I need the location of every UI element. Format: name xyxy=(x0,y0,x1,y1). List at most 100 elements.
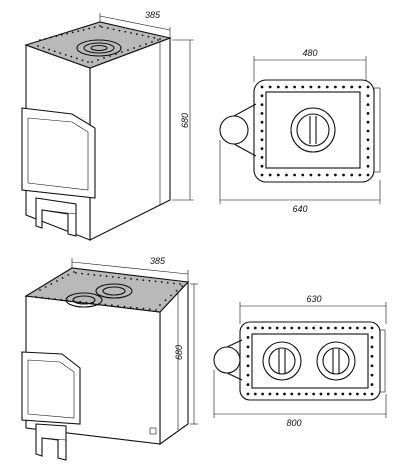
bolt-dot xyxy=(366,103,370,106)
stove-single-door-panel xyxy=(27,117,89,191)
top-plate-dot xyxy=(44,37,47,40)
top-plate-dot xyxy=(142,307,145,310)
top-plate-dot xyxy=(133,47,135,49)
bolt-dot xyxy=(317,173,321,177)
stove-double-ash-opening xyxy=(35,423,67,461)
top-plate-dot xyxy=(56,280,58,282)
top-plate-dot xyxy=(39,289,41,291)
top-plate-dot xyxy=(60,34,63,36)
top-plate-dot xyxy=(172,282,175,285)
top-plate-dot xyxy=(35,296,37,298)
bolt-dot xyxy=(334,326,337,330)
top-plate-dot xyxy=(64,53,67,56)
top-plate-dot xyxy=(75,57,78,60)
stove-double-firebox-door xyxy=(21,351,81,425)
bolt-dot xyxy=(319,326,323,330)
top-plate-dot xyxy=(70,55,73,58)
top-plate-dot xyxy=(148,308,151,311)
top-plate-dot xyxy=(50,283,53,285)
bolt-dot xyxy=(370,364,374,368)
top-plate-dot xyxy=(164,299,167,302)
plan-single-outer-width-label: 640 xyxy=(292,204,307,214)
top-plate-dot xyxy=(159,304,161,306)
bolt-dot xyxy=(317,85,321,89)
bolt-dot xyxy=(304,392,308,396)
top-plate-dot xyxy=(75,272,77,274)
top-plate-dot xyxy=(104,303,107,306)
plan-double-bolt-dots xyxy=(246,326,374,396)
top-plate-dot xyxy=(155,309,157,311)
stove-double-ash-edge xyxy=(41,437,67,441)
bolt-dot xyxy=(290,326,294,330)
bolt-dot xyxy=(350,85,354,89)
top-plate-dot xyxy=(112,28,115,31)
bolt-dot xyxy=(301,173,305,177)
top-plate-dot xyxy=(124,30,127,33)
bolt-dot xyxy=(260,147,264,151)
top-plate-dot xyxy=(181,285,183,287)
bolt-dot xyxy=(370,336,374,339)
bolt-dot xyxy=(366,156,370,159)
plan-double-burner-1-inner xyxy=(268,347,296,375)
bolt-dot xyxy=(285,173,288,177)
stove-single-ash-opening xyxy=(35,197,77,237)
bolt-dot xyxy=(366,138,370,142)
top-plate-dot xyxy=(53,50,56,53)
top-plate-dot xyxy=(87,273,90,276)
top-plate-dot xyxy=(91,61,93,63)
bolt-dot xyxy=(370,345,374,349)
bolt-dot xyxy=(370,392,374,396)
bolt-dot xyxy=(370,354,374,358)
stove-single-depth-dim-line xyxy=(99,15,171,31)
bolt-dot xyxy=(366,85,370,89)
bolt-dot xyxy=(246,392,250,396)
stove-double-depth-label: 385 xyxy=(150,256,166,266)
stove-double-depth-dim-line xyxy=(71,261,189,275)
plan-double-burner-2-inner xyxy=(322,347,350,375)
top-plate-dot xyxy=(148,279,151,282)
stove-single-burner-ring xyxy=(76,39,122,57)
bolt-dot xyxy=(358,85,362,89)
bolt-dot xyxy=(363,326,367,330)
top-plate-dot xyxy=(136,307,138,309)
bolt-dot xyxy=(260,164,264,168)
bolt-dot xyxy=(261,392,264,396)
bolt-dot xyxy=(260,156,264,159)
bolt-dot xyxy=(246,326,250,330)
plan-single-right-flange xyxy=(373,87,381,173)
plan-double-inner-width-label: 630 xyxy=(306,294,321,304)
bolt-dot xyxy=(246,364,250,368)
plan-single-bolt-dots xyxy=(260,85,370,177)
bolt-dot xyxy=(325,173,329,177)
top-plate-dot xyxy=(157,39,159,41)
bolt-dot xyxy=(276,85,280,89)
stove-single-iso-view: 385 680 xyxy=(21,10,194,241)
bolt-dot xyxy=(370,373,374,377)
bolt-dot xyxy=(285,85,288,89)
top-plate-dot xyxy=(93,274,96,276)
stove-double-burner-1-inner xyxy=(72,295,96,305)
top-plate-dot xyxy=(47,297,50,300)
bolt-dot xyxy=(312,392,316,396)
top-plate-dot xyxy=(85,301,88,304)
top-plate-dot xyxy=(55,35,58,38)
stove-single-side-face xyxy=(89,37,171,241)
bolt-dot xyxy=(304,326,308,330)
bolt-dot xyxy=(253,392,257,396)
bolt-dot xyxy=(326,392,330,396)
top-plate-dot xyxy=(93,26,96,29)
top-plate-dot xyxy=(106,27,109,30)
bolt-dot xyxy=(325,85,329,89)
stove-single-plan-view: 480 640 xyxy=(219,48,381,214)
top-plate-dot xyxy=(66,299,69,302)
top-plate-dot xyxy=(79,300,82,303)
bolt-dot xyxy=(326,326,330,330)
bolt-dot xyxy=(293,85,297,89)
top-plate-dot xyxy=(166,281,169,284)
plan-single-inner-width-label: 480 xyxy=(302,48,317,58)
bolt-dot xyxy=(358,173,362,177)
top-plate-dot xyxy=(48,48,51,51)
bolt-dot xyxy=(276,173,280,177)
plan-single-pipe-link-bottom xyxy=(233,143,257,157)
